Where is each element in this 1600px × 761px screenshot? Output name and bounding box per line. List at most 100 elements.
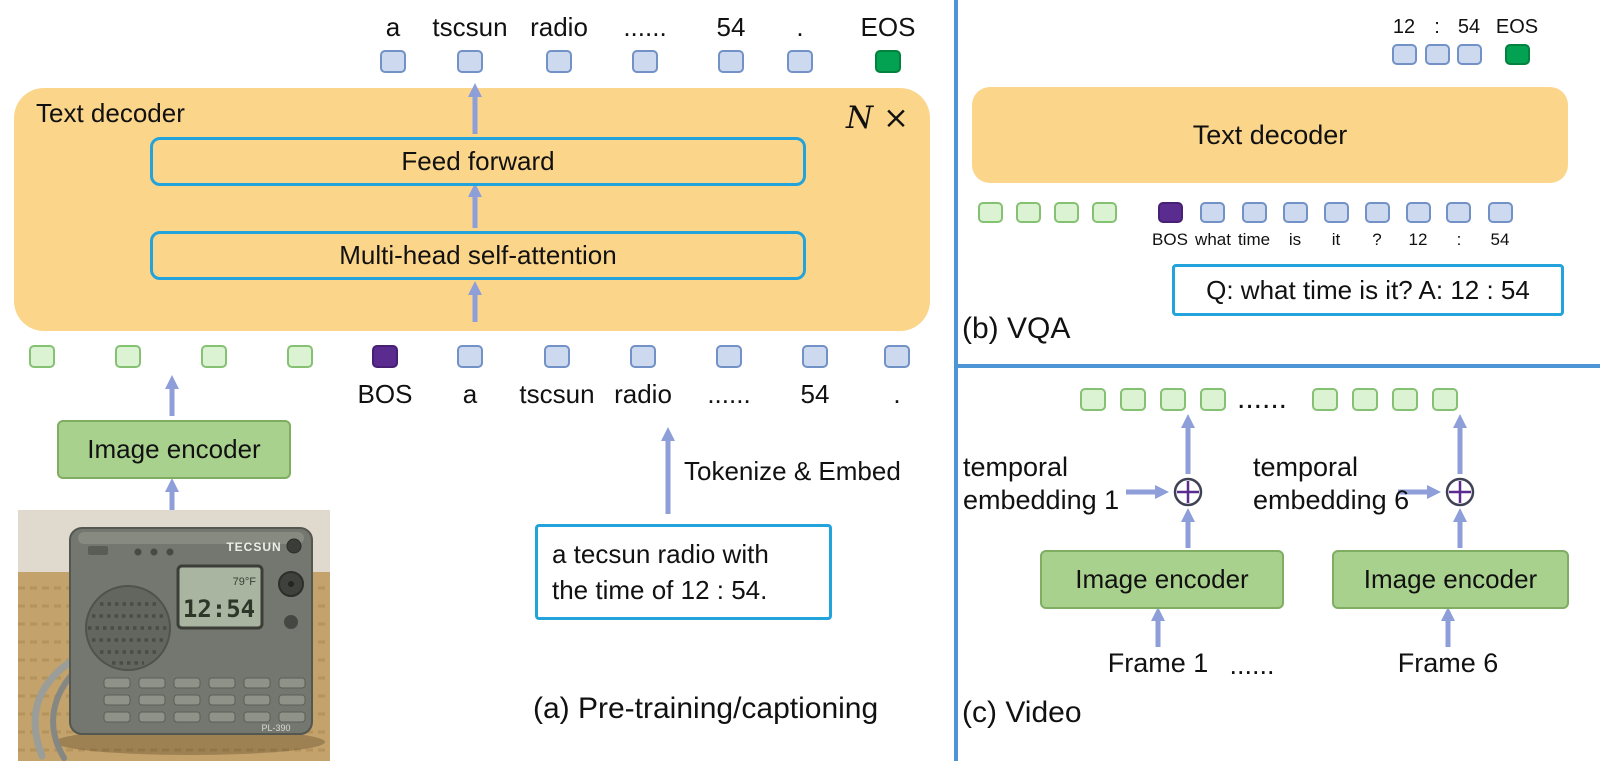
panel-a-caption: (a) Pre-training/captioning	[533, 692, 879, 725]
output-token	[1425, 44, 1450, 65]
token-label: tscsun	[432, 12, 508, 42]
top-button	[150, 548, 158, 556]
radio-model: PL-390	[261, 723, 290, 733]
image-encoder-box-frame6: Image encoder	[1332, 550, 1569, 609]
qa-text-box: Q: what time is it? A: 12 : 54	[1172, 264, 1564, 316]
input-token	[630, 345, 656, 368]
token-label: BOS	[357, 379, 413, 409]
top-button	[134, 548, 142, 556]
input-token	[544, 345, 570, 368]
input-token	[802, 345, 828, 368]
qa-text: Q: what time is it? A: 12 : 54	[1206, 275, 1530, 305]
text-decoder-box-b: Text decoder	[972, 87, 1568, 183]
input-token	[716, 345, 742, 368]
vertical-divider	[954, 0, 958, 761]
power-knob	[286, 538, 302, 554]
radio-shadow	[55, 729, 325, 755]
output-token	[380, 50, 406, 73]
radio-display	[176, 564, 264, 630]
image-token	[1016, 202, 1041, 223]
image-token	[29, 345, 55, 368]
token-label: EOS	[860, 12, 916, 42]
temporal-embedding-6-line2: embedding 6	[1253, 485, 1410, 515]
token-label: tscsun	[519, 379, 595, 409]
output-token	[632, 50, 658, 73]
output-token	[787, 50, 813, 73]
top-switch	[88, 546, 108, 555]
input-token	[1242, 202, 1267, 223]
token-label: EOS	[1495, 16, 1539, 38]
temporal-embedding-1-line1: temporal	[963, 452, 1069, 482]
token-label: :	[1456, 230, 1462, 249]
eos-token	[1505, 44, 1530, 65]
frame-token	[1312, 388, 1338, 411]
frame-token	[1120, 388, 1146, 411]
image-token	[115, 345, 141, 368]
image-encoder-box-a: Image encoder	[57, 420, 291, 479]
radio-photo-svg: TECSUN 79°F 12:54	[18, 510, 330, 761]
image-encoder-label: Image encoder	[1075, 564, 1249, 594]
input-token	[1200, 202, 1225, 223]
self-attention-box: Multi-head self-attention	[150, 231, 806, 280]
image-encoder-label: Image encoder	[1363, 564, 1538, 594]
token-label: radio	[530, 12, 588, 42]
token-label: BOS	[1152, 230, 1188, 249]
token-ellipsis: ......	[1236, 382, 1288, 415]
horizontal-divider	[958, 364, 1600, 368]
image-token	[201, 345, 227, 368]
image-token	[1054, 202, 1079, 223]
bos-token	[1158, 202, 1183, 223]
output-token	[1457, 44, 1482, 65]
frame-token	[1352, 388, 1378, 411]
image-token	[978, 202, 1003, 223]
token-label: time	[1237, 230, 1271, 249]
speaker-grille	[88, 602, 168, 665]
radio-photo: TECSUN 79°F 12:54	[18, 510, 330, 761]
feed-forward-box: Feed forward	[150, 137, 806, 186]
frame-6-label: Frame 6	[1397, 648, 1499, 678]
image-encoder-label: Image encoder	[87, 434, 261, 464]
input-token	[457, 345, 483, 368]
token-label: it	[1331, 230, 1341, 249]
token-label: ?	[1372, 230, 1382, 249]
frame-token	[1080, 388, 1106, 411]
source-text-line1: a tecsun radio with	[552, 539, 769, 569]
bos-token	[372, 345, 398, 368]
input-token	[1283, 202, 1308, 223]
frame-token	[1160, 388, 1186, 411]
frame-token	[1432, 388, 1458, 411]
panel-c-caption: (c) Video	[962, 696, 1082, 729]
image-encoder-box-frame1: Image encoder	[1040, 550, 1284, 609]
temporal-embedding-6-line1: temporal	[1253, 452, 1359, 482]
repeat-n-times-label: N ×	[846, 100, 909, 136]
panel-b-caption: (b) VQA	[962, 312, 1071, 345]
input-token	[884, 345, 910, 368]
token-label: :	[1434, 16, 1440, 38]
frame-ellipsis: ......	[1229, 650, 1275, 680]
input-token	[1324, 202, 1349, 223]
token-label: .	[796, 12, 804, 42]
output-token	[1392, 44, 1417, 65]
image-token	[1092, 202, 1117, 223]
token-label: what	[1195, 230, 1231, 249]
top-button	[166, 548, 174, 556]
token-label: a	[385, 12, 401, 42]
text-decoder-title-b: Text decoder	[1192, 119, 1348, 150]
image-token	[287, 345, 313, 368]
feed-forward-label: Feed forward	[401, 146, 555, 176]
radio-top-trim	[78, 532, 304, 544]
output-token	[546, 50, 572, 73]
source-text-box: a tecsun radio with the time of 12 : 54.	[535, 524, 832, 620]
source-text-line2: the time of 12 : 54.	[552, 575, 768, 605]
radio-buttons	[103, 677, 306, 723]
input-token	[1406, 202, 1431, 223]
tuning-knob-dot	[288, 581, 294, 587]
volume-knob	[284, 615, 298, 629]
display-time: 12:54	[183, 595, 255, 623]
temporal-embedding-1-line2: embedding 1	[963, 485, 1120, 515]
frame-1-label: Frame 1	[1107, 648, 1209, 678]
frame-token	[1200, 388, 1226, 411]
input-token	[1365, 202, 1390, 223]
token-label: ......	[623, 12, 667, 42]
